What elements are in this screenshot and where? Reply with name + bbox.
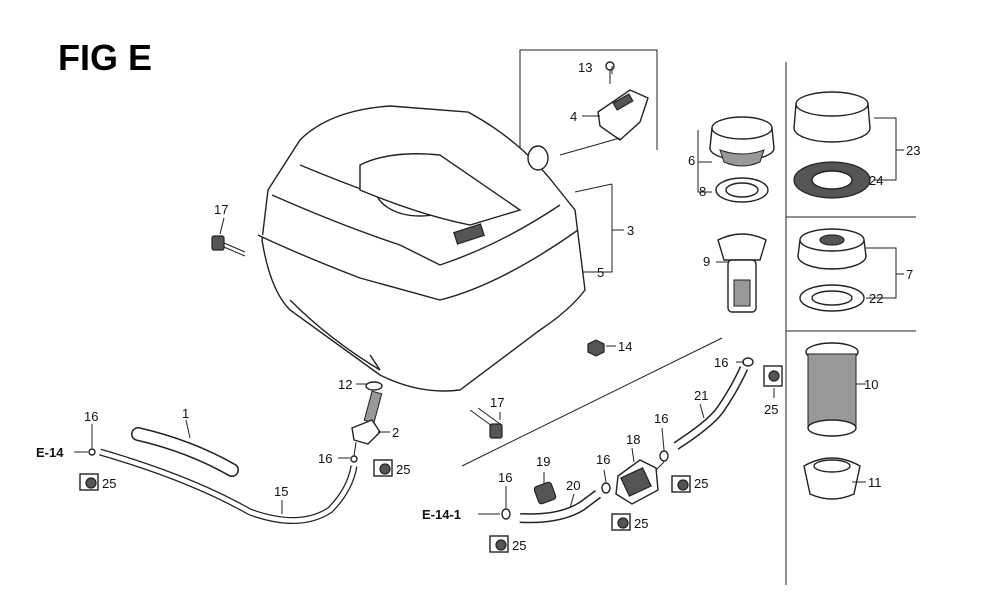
callout-25-e: 25	[512, 538, 526, 553]
callout-25-a: 25	[102, 476, 116, 491]
fuel-filter-18	[615, 459, 665, 505]
callout-8: 8	[699, 184, 706, 199]
callout-2: 2	[392, 425, 399, 440]
callout-16-a: 16	[84, 409, 98, 424]
gasket-22	[799, 284, 865, 312]
ref-e14-1: E-14-1	[422, 507, 461, 522]
fuel-valve-2	[351, 390, 383, 457]
clip-25-f	[763, 365, 783, 387]
leader-lines	[74, 66, 904, 515]
callout-12: 12	[338, 377, 352, 392]
callout-11: 11	[868, 475, 882, 490]
strainer-10	[805, 342, 859, 437]
clip-25-d	[611, 513, 631, 531]
ring-11	[803, 457, 861, 500]
callout-18: 18	[626, 432, 640, 447]
fuel-tank	[257, 105, 586, 392]
fuel-hose-21	[673, 366, 749, 450]
clamp-16-d	[659, 450, 669, 462]
callout-7: 7	[906, 267, 913, 282]
callout-25-c: 25	[694, 476, 708, 491]
fuel-cap-23	[793, 91, 871, 143]
nut-14	[587, 339, 605, 357]
callout-17-left: 17	[214, 202, 228, 217]
clip-25-c	[671, 475, 691, 493]
fuel-cap-7	[797, 228, 867, 270]
callout-14: 14	[618, 339, 632, 354]
callout-21: 21	[694, 388, 708, 403]
callout-20: 20	[566, 478, 580, 493]
callout-15: 15	[274, 484, 288, 499]
callout-24: 24	[869, 173, 883, 188]
fuel-hose-1	[131, 427, 239, 477]
callout-13: 13	[578, 60, 592, 75]
fuel-gauge	[527, 89, 649, 171]
figure-title: FIG E	[58, 37, 152, 78]
callout-16-e: 16	[596, 452, 610, 467]
clamp-16-f	[501, 508, 511, 520]
screw-13	[605, 61, 615, 84]
clamp-16-e	[601, 482, 611, 494]
callout-16-f: 16	[498, 470, 512, 485]
washer-12	[365, 381, 383, 391]
callout-6: 6	[688, 153, 695, 168]
callout-10: 10	[864, 377, 878, 392]
clip-25-b	[373, 459, 393, 477]
callout-17-lower: 17	[490, 395, 504, 410]
callout-19: 19	[536, 454, 550, 469]
bolt-17-left	[211, 235, 246, 257]
clamp-16-b	[350, 455, 358, 463]
strainer-9	[717, 233, 767, 313]
callout-4: 4	[570, 109, 577, 124]
callout-16-d: 16	[654, 411, 668, 426]
callout-25-f: 25	[764, 402, 778, 417]
clamp-16-a	[88, 448, 96, 456]
callout-9: 9	[703, 254, 710, 269]
bolt-17-lower	[469, 407, 503, 439]
leader-3-top	[574, 183, 613, 193]
clip-25-a	[79, 473, 99, 491]
callout-16-b: 16	[318, 451, 332, 466]
gasket-8	[715, 177, 769, 203]
bracket-box	[519, 49, 658, 185]
callout-16-c: 16	[714, 355, 728, 370]
callout-25-b: 25	[396, 462, 410, 477]
fuel-hose-20	[519, 490, 601, 524]
callout-5: 5	[597, 265, 604, 280]
ref-e14: E-14	[36, 445, 64, 460]
gasket-24	[793, 161, 871, 199]
clamp-16-c	[742, 357, 754, 367]
callout-23: 23	[906, 143, 920, 158]
section-divider-diagonal	[461, 337, 723, 467]
fitting-19	[533, 481, 557, 505]
clip-25-e	[489, 535, 509, 553]
callout-3: 3	[627, 223, 634, 238]
callout-1: 1	[182, 406, 189, 421]
fuel-cap-6	[709, 116, 775, 167]
callout-22: 22	[869, 291, 883, 306]
callout-25-d: 25	[634, 516, 648, 531]
fuel-hose-15	[99, 448, 358, 524]
